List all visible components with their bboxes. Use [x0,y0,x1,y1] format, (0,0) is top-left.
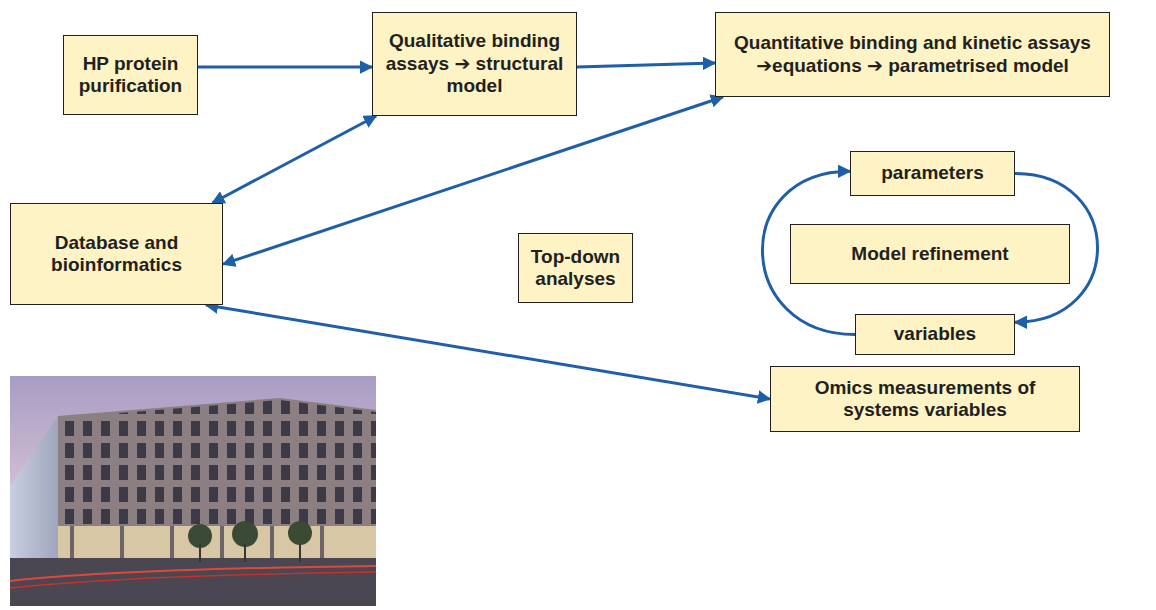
flow-arrow [212,116,376,203]
box-label: Omics measurements of systems variables [779,377,1071,422]
box-label: Top-down analyses [527,246,624,291]
flow-arrow [223,97,723,264]
process-box: parameters [850,151,1015,196]
building-photo [10,376,376,606]
process-box: Quantitative binding and kinetic assays … [715,12,1110,97]
box-label: Database and bioinformatics [19,232,214,277]
box-label: Quantitative binding and kinetic assays … [724,32,1101,77]
flow-arrow [206,305,770,399]
box-label: Model refinement [851,243,1008,265]
process-box: Top-down analyses [518,233,633,303]
box-label: parameters [881,162,983,184]
process-box: variables [855,314,1015,355]
process-box: HP protein purification [63,35,198,115]
process-box: Omics measurements of systems variables [770,366,1080,432]
box-label: variables [894,323,976,345]
flow-arrow [577,63,715,67]
box-label: HP protein purification [72,53,189,98]
process-box: Database and bioinformatics [10,203,223,305]
process-box: Model refinement [790,224,1070,284]
box-label: Qualitative binding assays ➔ structural … [381,30,568,97]
flow-arrow [198,66,372,69]
process-box: Qualitative binding assays ➔ structural … [372,12,577,116]
